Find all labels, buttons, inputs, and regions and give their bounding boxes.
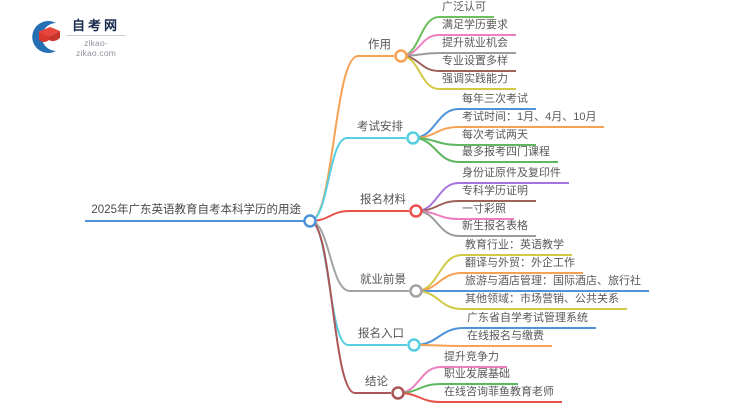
- logo-site-domain: zikao-zikao.com: [75, 38, 117, 58]
- leaf-topic-label[interactable]: 每次考试两天: [459, 129, 536, 146]
- leaf-topic-label[interactable]: 最多报考四门课程: [459, 146, 558, 163]
- topic-connector-curve: [415, 290, 463, 310]
- leaf-topic-label[interactable]: 强调实践能力: [439, 73, 516, 90]
- leaf-topic-label[interactable]: 旅游与酒店管理：国际酒店、旅行社: [462, 275, 649, 292]
- leaf-topic-label[interactable]: 在线报名与缴费: [464, 330, 552, 347]
- leaf-topic-label[interactable]: 考试时间：1月、4月、10月: [459, 111, 605, 128]
- logo-graduation-cap-icon: [32, 20, 60, 53]
- topic-node-circle[interactable]: [406, 131, 420, 145]
- leaf-topic-label[interactable]: 翻译与外贸：外企工作: [462, 257, 583, 274]
- leaf-topic-label[interactable]: 职业发展基础: [441, 368, 518, 385]
- topic-node-circle[interactable]: [409, 284, 423, 298]
- logo-divider: [66, 35, 126, 36]
- topic-connector-curve: [309, 137, 348, 222]
- branch-topic-label[interactable]: 报名材料: [350, 194, 409, 212]
- leaf-topic-label[interactable]: 专业设置多样: [439, 55, 516, 72]
- logo-site-name: 自考网: [71, 18, 120, 33]
- topic-connector-curve: [413, 327, 465, 346]
- leaf-topic-label[interactable]: 身份证原件及复印件: [459, 167, 569, 184]
- leaf-topic-label[interactable]: 在线咨询菲鱼教育老师: [441, 386, 562, 403]
- root-topic-label[interactable]: 2025年广东英语教育自考本科学历的用途: [85, 204, 305, 222]
- leaf-topic-label[interactable]: 广东省自学考试管理系统: [464, 312, 596, 329]
- topic-connector-curve: [412, 108, 460, 139]
- leaf-topic-label[interactable]: 教育行业：英语教学: [462, 239, 572, 256]
- leaf-topic-label[interactable]: 满足学历要求: [439, 19, 516, 36]
- leaf-topic-label[interactable]: 新生报名表格: [459, 220, 536, 237]
- leaf-topic-label[interactable]: 每年三次考试: [459, 93, 536, 110]
- branch-topic-label[interactable]: 结论: [355, 376, 391, 394]
- topic-node-circle[interactable]: [407, 338, 421, 352]
- leaf-topic-label[interactable]: 广泛认可: [439, 1, 494, 18]
- topic-connector-curve: [309, 220, 356, 394]
- topic-node-circle[interactable]: [303, 214, 317, 228]
- topic-node-circle[interactable]: [391, 386, 405, 400]
- leaf-topic-label[interactable]: 一寸彩照: [459, 203, 514, 220]
- leaf-topic-label[interactable]: 专科学历证明: [459, 185, 536, 202]
- topic-connector-curve: [309, 220, 351, 292]
- branch-topic-label[interactable]: 就业前景: [350, 274, 409, 292]
- branch-topic-label[interactable]: 报名入口: [348, 328, 407, 346]
- topic-connector-curve: [400, 55, 440, 90]
- branch-topic-label[interactable]: 作用: [358, 39, 394, 57]
- topic-connector-curve: [413, 344, 465, 347]
- branch-topic-label[interactable]: 考试安排: [347, 121, 406, 139]
- leaf-topic-label[interactable]: 其他领域：市场营销、公共关系: [462, 293, 627, 310]
- site-logo: 自考网 zikao-zikao.com: [28, 17, 128, 58]
- leaf-topic-label[interactable]: 提升竞争力: [441, 351, 507, 368]
- topic-connector-curve: [415, 272, 463, 292]
- topic-node-circle[interactable]: [394, 49, 408, 63]
- topic-node-circle[interactable]: [409, 204, 423, 218]
- leaf-topic-label[interactable]: 提升就业机会: [439, 37, 516, 54]
